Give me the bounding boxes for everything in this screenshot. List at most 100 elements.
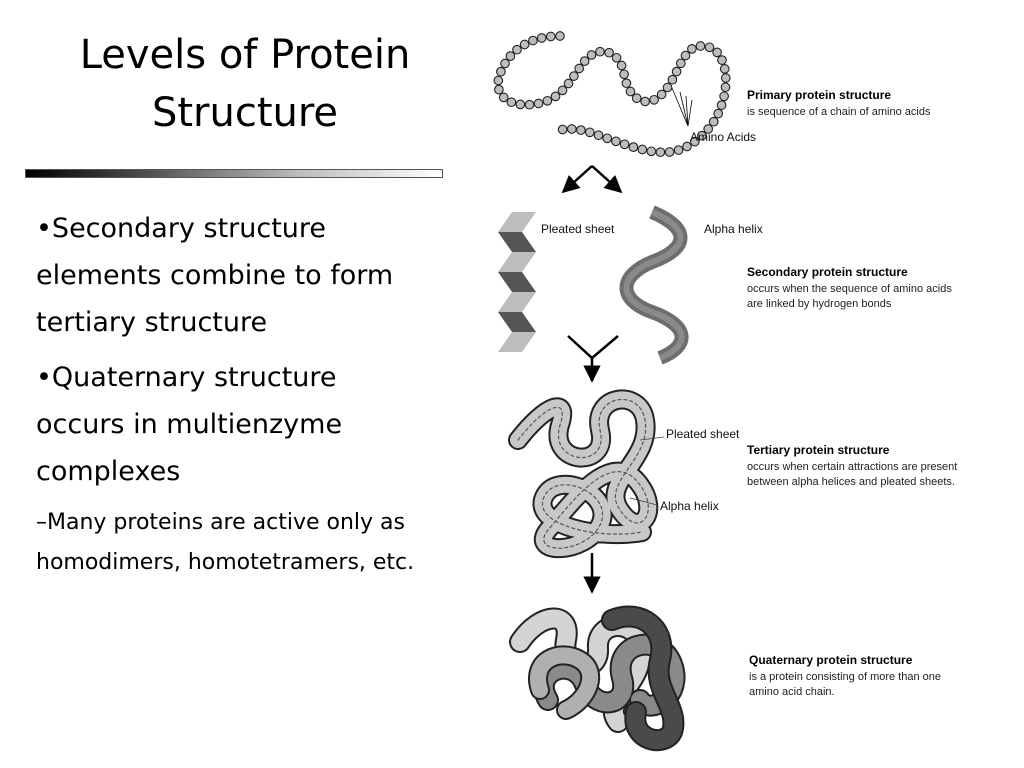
amino-acid-bead [519,39,530,50]
amino-acid-bead [703,124,714,134]
amino-acid-bead [716,100,727,110]
amino-acid-bead [680,50,691,61]
amino-acid-bead [593,130,604,141]
amino-acid-bead [536,33,547,43]
amino-acid-chain [493,31,731,158]
bullet-list: •Secondary structure elements combine to… [36,205,416,583]
amino-acid-bead [595,46,605,57]
amino-acid-bead [515,99,526,110]
amino-acid-bead [649,94,659,105]
title-divider [25,169,443,178]
amino-acid-bead [662,82,673,93]
primary-heading: Primary protein structure [747,88,891,102]
secondary-desc-line-1: occurs when the sequence of amino acids [747,283,952,295]
amino-acid-bead [604,47,614,58]
amino-acid-bead [713,108,724,119]
merge-arrow [567,335,619,383]
secondary-desc-line-2: are linked by hydrogen bonds [747,298,892,310]
amino-acid-bead [533,98,544,109]
amino-acid-bead [637,144,648,155]
amino-acid-bead [682,141,692,152]
title-line-2: Structure [151,90,339,136]
amino-acid-bead [611,52,622,63]
amino-acid-bead [667,74,678,85]
tertiary-sheet-label: Pleated sheet [666,427,740,441]
quaternary-heading: Quaternary protein structure [749,653,913,667]
amino-acid-bead [704,42,715,53]
amino-acids-label: Amino Acids [690,130,756,144]
amino-acid-bead [500,58,510,69]
amino-acid-bead [505,51,516,61]
amino-acid-bead [528,35,538,46]
amino-acid-bead [557,124,568,135]
amino-acid-bead [493,75,504,86]
amino-acid-bead [602,133,613,144]
protein-structure-diagram: Amino Acids Primary protein structure is… [493,31,957,752]
sub-bullet-homodimers: –Many proteins are active only as homodi… [36,510,415,575]
amino-acid-bead [671,66,682,77]
amino-acid-bead [675,58,686,69]
amino-acid-bead [494,84,504,95]
amino-acid-bead [628,142,639,152]
tertiary-pointers [629,436,665,506]
title-line-1: Levels of Protein [79,32,411,78]
primary-desc-line-1: is sequence of a chain of amino acids [747,106,931,118]
amino-acid-bead [712,47,722,58]
tertiary-heading: Tertiary protein structure [747,443,890,457]
tertiary-desc-line-2: between alpha helices and pleated sheets… [747,476,955,488]
pleated-sheet-label: Pleated sheet [541,222,615,236]
amino-acid-bead [631,93,642,104]
amino-acid-bead [720,82,731,93]
quaternary-complex [509,605,686,752]
amino-acid-bead [625,86,636,97]
amino-acid-bead [646,146,657,157]
amino-acid-bead [687,44,697,54]
bullet-quaternary: •Quaternary structure occurs in multienz… [36,362,343,487]
amino-acid-bead [496,66,506,77]
amino-acid-bead [576,125,586,135]
amino-acid-bead [697,130,707,141]
amino-acid-bead [689,136,700,147]
amino-acid-bead [640,96,650,107]
amino-acid-bead [611,136,621,147]
amino-acid-bead [619,69,629,80]
amino-acid-bead [655,147,666,158]
amino-acid-bead [579,56,590,66]
amino-acid-bead [720,73,731,83]
alpha-helix-label: Alpha helix [704,222,763,236]
amino-acid-bead [574,63,585,74]
amino-acid-bead [563,78,574,89]
alpha-helix [619,205,689,365]
tertiary-desc-line-1: occurs when certain attractions are pres… [747,461,957,473]
amino-acid-bead [557,85,568,96]
amino-acid-bead [708,116,719,127]
secondary-heading: Secondary protein structure [747,265,908,279]
tertiary-helix-label: Alpha helix [660,499,719,513]
amino-acid-bead [719,64,730,74]
amino-acid-bead [555,31,565,41]
amino-acid-bead [586,50,597,60]
slide-title: Levels of Protein Structure [30,26,460,142]
amino-acid-bead [506,97,517,108]
amino-acid-bead [664,147,675,157]
amino-acid-bead [524,99,535,110]
amino-acid-bead [621,78,632,89]
amino-acid-bead [498,92,509,103]
amino-acid-bead [566,124,577,134]
amino-acid-bead [545,31,556,42]
tertiary-fold [508,389,659,559]
bullet-secondary: •Secondary structure elements combine to… [36,213,394,338]
amino-acid-bead [695,41,706,51]
amino-acid-bead [656,89,667,100]
quaternary-desc-line-1: is a protein consisting of more than one [749,671,941,683]
split-arrows [561,165,623,194]
amino-acid-bead [619,139,630,150]
amino-acid-bead [584,127,595,138]
amino-acid-bead [717,55,727,65]
amino-acid-bead [550,91,561,102]
amino-acid-bead [719,91,729,102]
quaternary-desc-line-2: amino acid chain. [749,686,835,698]
amino-acid-bead [512,44,522,55]
pleated-sheet [498,212,536,352]
amino-acid-bead [616,60,627,71]
